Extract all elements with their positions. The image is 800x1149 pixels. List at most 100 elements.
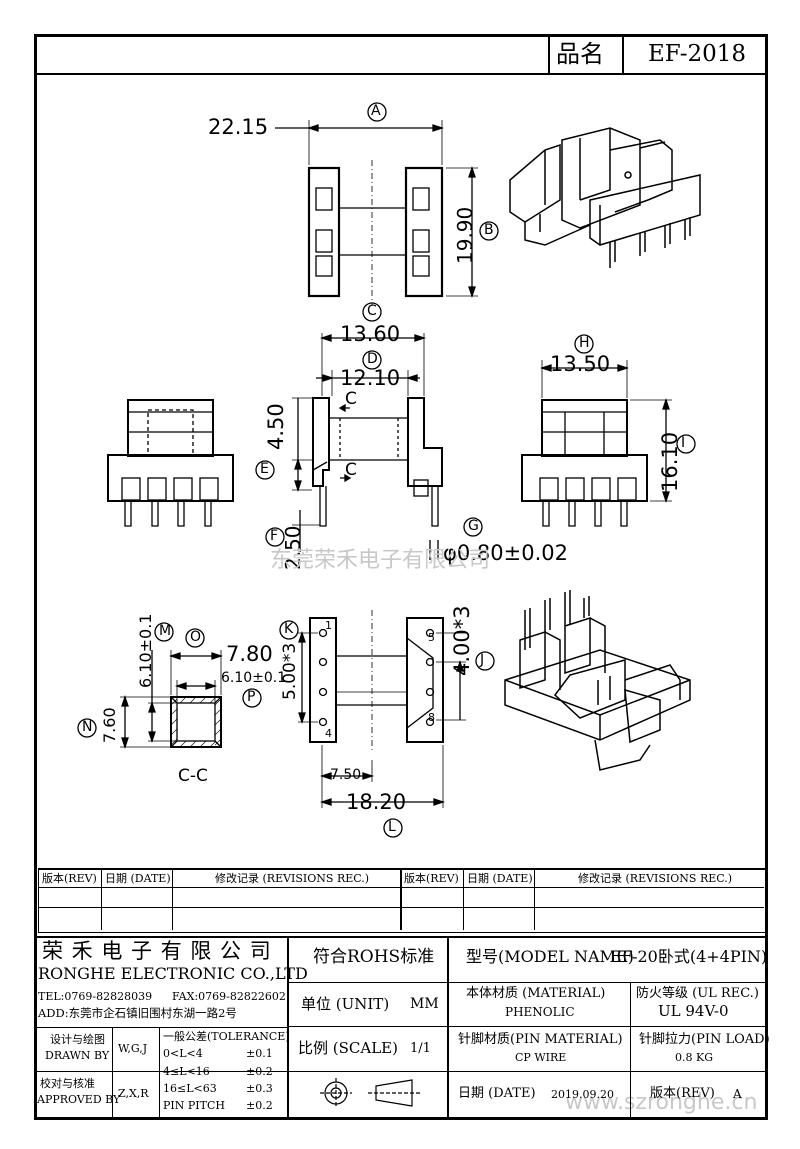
dim-m-label: M xyxy=(159,623,172,639)
rev-col-5 xyxy=(534,868,535,930)
material-value: PHENOLIC xyxy=(505,1005,575,1019)
technical-drawing xyxy=(77,102,701,838)
rec-col-header-2: 修改记录 (REVISIONS REC.) xyxy=(578,872,733,885)
company-address: ADD:东莞市企石镇旧围村东湖一路2号 xyxy=(38,1006,237,1020)
date-value: 2019.09.20 xyxy=(551,1088,614,1101)
bottom-view xyxy=(279,610,495,838)
pin-label-5: 5 xyxy=(428,631,435,644)
section-title: C-C xyxy=(178,766,208,786)
revisions-table xyxy=(38,868,766,933)
tol-value-3: ±0.3 xyxy=(246,1082,273,1095)
dim-a-value: 22.15 xyxy=(208,115,269,139)
tb-left-col-1 xyxy=(112,1027,113,1120)
check-label: 校对与核准 xyxy=(40,1077,95,1090)
dim-j-value: 4.00*3 xyxy=(450,605,474,676)
ul-label: 防火等级 (UL REC.) xyxy=(636,986,759,1001)
tol-range-2: 4≤L<16 xyxy=(163,1065,210,1078)
date-label: 日期 (DATE) xyxy=(458,1086,536,1101)
drawing-frame xyxy=(34,34,768,1120)
tol-range-3: 16≤L<63 xyxy=(163,1082,217,1095)
header-sep-1 xyxy=(548,34,550,74)
rohs-compliance: 符合ROHS标准 xyxy=(313,947,435,967)
dim-h-value: 13.50 xyxy=(550,352,611,376)
pin-load-value: 0.8 KG xyxy=(675,1051,713,1064)
header-sep-2 xyxy=(622,34,624,74)
dim-f-label: F xyxy=(270,528,279,544)
drawn-value: W,G,J xyxy=(118,1042,148,1055)
unit-value: MM xyxy=(410,996,439,1012)
pin-material-label: 针脚材质(PIN MATERIAL) xyxy=(458,1032,623,1047)
tol-range-1: 0<L<4 xyxy=(163,1047,203,1060)
dim-d-label: D xyxy=(367,351,378,367)
dim-l-label: L xyxy=(388,819,396,835)
tolerance-title: 一般公差(TOLERANCE) xyxy=(163,1030,290,1043)
dim-l-value: 18.20 xyxy=(346,790,407,814)
dim-c-label: C xyxy=(367,303,377,319)
dim-k-label: K xyxy=(284,621,294,637)
dim-d-value: 12.10 xyxy=(340,366,401,390)
dim-b-label: B xyxy=(484,222,494,238)
tb-row-2 xyxy=(287,1026,768,1027)
rev-col-1 xyxy=(101,868,102,930)
dim-h-label: H xyxy=(579,335,590,351)
section-view xyxy=(255,302,483,560)
date-col-header-2: 日期 (DATE) xyxy=(467,872,533,885)
scale-value: 1/1 xyxy=(410,1041,431,1056)
ul-value: UL 94V-0 xyxy=(658,1002,729,1020)
dim-j-label: J xyxy=(480,652,485,668)
tol-range-4: PIN PITCH xyxy=(163,1099,225,1112)
model-value: EF-20卧式(4+4PIN) xyxy=(610,947,768,966)
dim-m-value: 6.10±0.1 xyxy=(136,613,155,688)
company-name-cn: 荣 禾 电 子 有 限 公 司 xyxy=(42,939,272,963)
dim-n-value: 7.60 xyxy=(100,707,119,743)
pin-label-8: 8 xyxy=(428,711,435,724)
dim-o-value: 7.80 xyxy=(226,642,273,666)
tb-left-row-2 xyxy=(34,1071,287,1072)
isometric-view-2 xyxy=(504,590,691,771)
rec-col-header: 修改记录 (REVISIONS REC.) xyxy=(215,872,370,885)
section-mark-top: C xyxy=(345,389,357,409)
dim-o-label: O xyxy=(190,629,202,645)
name-label: 品名 xyxy=(556,40,604,68)
isometric-view-1 xyxy=(509,127,701,268)
rev-col-4 xyxy=(463,868,464,930)
tb-col-2 xyxy=(447,936,449,1120)
rev-label: 版本(REV) xyxy=(650,1086,715,1101)
dim-a-label: A xyxy=(371,103,381,119)
scale-label: 比例 (SCALE) xyxy=(298,1039,398,1057)
dim-k-value: 5.00*3 xyxy=(280,642,300,700)
dim-n-label: N xyxy=(82,719,93,735)
watermark-url: www.szronghe.cn xyxy=(565,1090,758,1115)
tb-left-row-1 xyxy=(34,1027,287,1028)
dim-e-label: E xyxy=(260,461,269,477)
dim-l-sub: 7.50 xyxy=(330,767,362,783)
approved-value: Z,X,R xyxy=(118,1087,149,1100)
rev-col-header: 版本(REV) xyxy=(42,872,97,885)
date-col-header: 日期 (DATE) xyxy=(105,872,171,885)
tol-value-4: ±0.2 xyxy=(246,1099,273,1112)
tb-left-col-2 xyxy=(159,1027,160,1120)
top-view xyxy=(275,102,499,305)
cc-section xyxy=(77,622,262,750)
dim-e-value: 4.50 xyxy=(264,403,288,450)
rev-value: A xyxy=(733,1087,742,1101)
tb-col-1 xyxy=(287,936,289,1120)
title-block-top xyxy=(34,936,768,938)
material-label: 本体材质 (MATERIAL) xyxy=(466,986,606,1001)
pin-material-value: CP WIRE xyxy=(515,1051,567,1064)
drawn-label: DRAWN BY xyxy=(45,1049,110,1062)
dim-g-value: φ0.80±0.02 xyxy=(443,541,568,565)
company-fax: FAX:0769-82822602 xyxy=(172,990,286,1003)
pin-load-label: 针脚拉力(PIN LOAD) xyxy=(639,1032,770,1047)
dim-p-label: P xyxy=(247,689,256,705)
side-view-right xyxy=(521,334,696,527)
dim-b-value: 19.90 xyxy=(453,206,477,264)
section-mark-bottom: C xyxy=(345,460,357,480)
dim-p-value: 6.10±0.1 xyxy=(221,670,287,686)
front-view-left xyxy=(107,399,234,527)
dim-c-value: 13.60 xyxy=(340,322,401,346)
header-divider xyxy=(34,73,768,75)
company-name-en: RONGHE ELECTRONIC CO.,LTD xyxy=(38,964,308,983)
dim-i-value: 16.10 xyxy=(658,431,682,492)
design-label: 设计与绘图 xyxy=(50,1033,105,1046)
